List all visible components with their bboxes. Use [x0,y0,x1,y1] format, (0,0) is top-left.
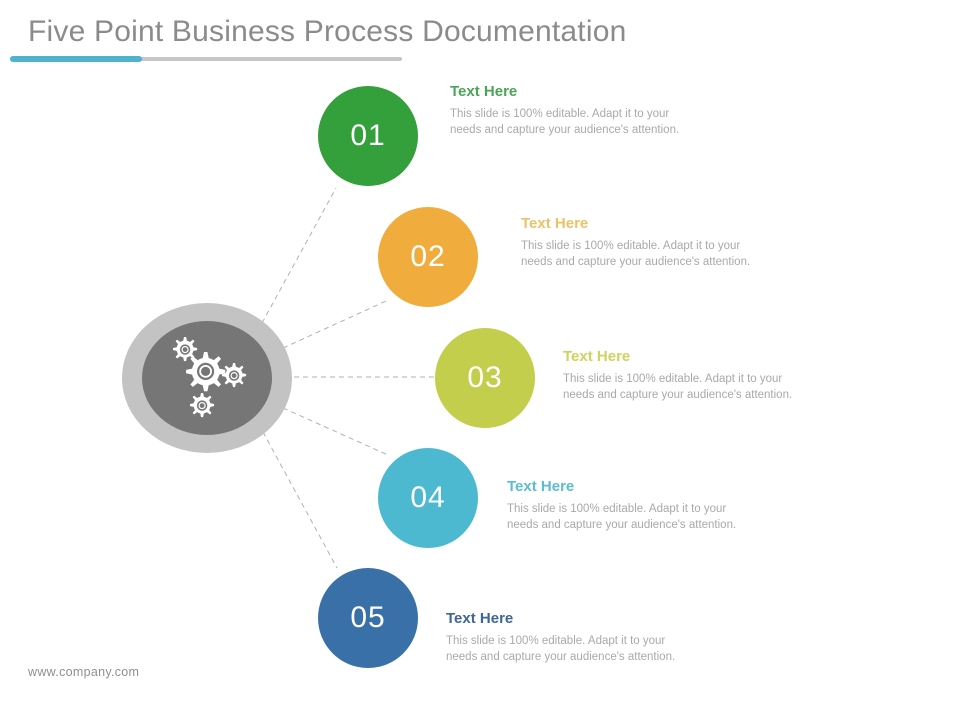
node-number-05: 05 [350,601,386,634]
process-text-block-05: Text Here This slide is 100% editable. A… [446,610,696,665]
process-body-01: This slide is 100% editable. Adapt it to… [450,108,680,136]
connector-line-01 [261,187,337,324]
process-heading-05: Text Here [446,610,514,627]
connector-line-02 [282,300,387,349]
process-heading-02: Text Here [521,215,589,232]
node-number-03: 03 [467,361,503,394]
process-text-block-01: Text Here This slide is 100% editable. A… [450,83,685,138]
title-rule-gray-segment [10,57,402,61]
process-node-04[interactable]: 04 [378,448,478,548]
node-number-02: 02 [410,240,446,273]
title-underline-rule [10,56,402,62]
title-rule-accent-segment [10,56,142,62]
process-body-04: This slide is 100% editable. Adapt it to… [507,503,737,531]
process-body-03: This slide is 100% editable. Adapt it to… [563,373,793,401]
process-body-05: This slide is 100% editable. Adapt it to… [446,635,676,663]
process-heading-03: Text Here [563,348,631,365]
process-text-block-02: Text Here This slide is 100% editable. A… [521,215,756,270]
process-text-block-03: Text Here This slide is 100% editable. A… [563,348,813,403]
process-node-03[interactable]: 03 [435,328,535,428]
process-body-02: This slide is 100% editable. Adapt it to… [521,240,751,268]
title-block: Five Point Business Process Documentatio… [28,12,928,52]
process-heading-04: Text Here [507,478,575,495]
process-hub [122,303,292,453]
gears-icon [173,337,247,418]
node-number-01: 01 [350,119,386,152]
process-heading-01: Text Here [450,83,518,100]
process-text-block-04: Text Here This slide is 100% editable. A… [507,478,757,533]
process-node-05[interactable]: 05 [318,568,418,668]
page-title: Five Point Business Process Documentatio… [28,15,627,48]
process-node-02[interactable]: 02 [378,207,478,307]
process-node-01[interactable]: 01 [318,86,418,186]
footer-website-url: www.company.com [28,665,140,679]
connector-line-04 [282,407,389,456]
node-number-04: 04 [410,481,446,514]
connector-line-05 [262,431,338,569]
